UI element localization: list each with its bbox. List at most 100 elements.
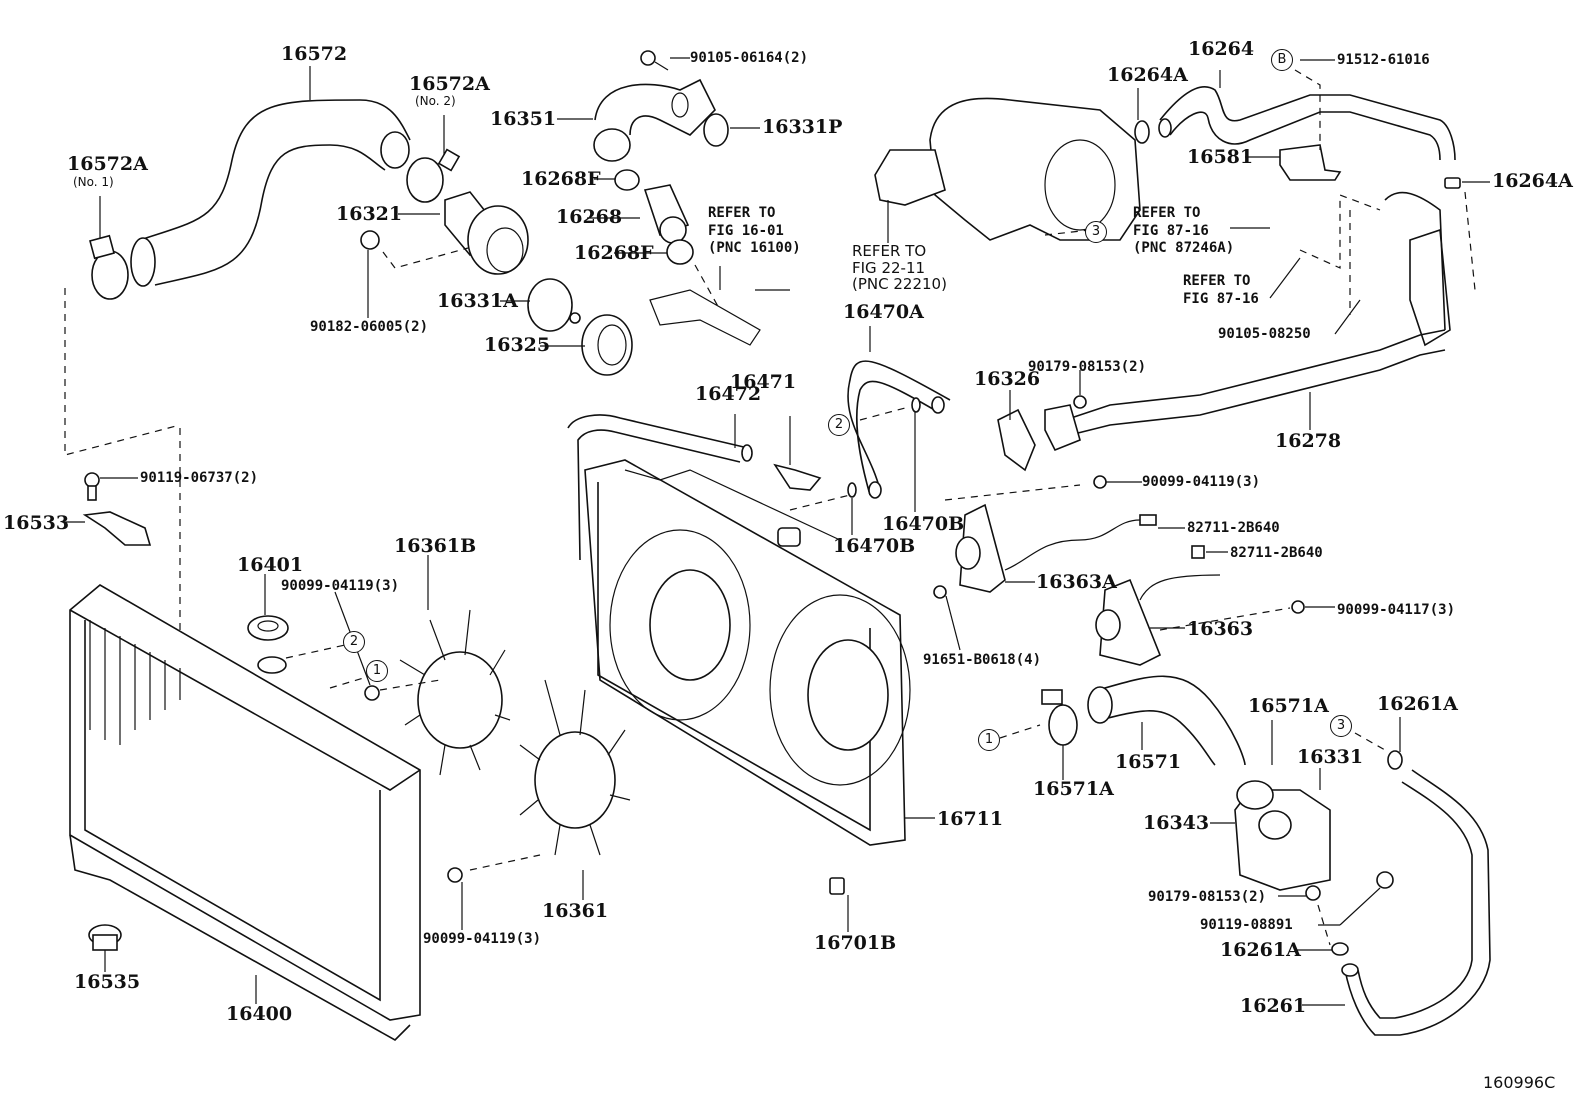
part-label-16470B-a: 16470B [882,513,965,535]
fan-16361 [519,679,631,856]
part-label-16325: 16325 [484,334,551,356]
bolt-90099-04119-fan [364,685,463,883]
bracket-16533 [82,511,152,546]
clamp-16264A-b [1444,177,1461,189]
hose-clamp-16571A-a [1041,689,1078,746]
part-label-16400: 16400 [226,1003,293,1025]
water-outlet [444,191,529,275]
clip-82711-b [1191,545,1205,559]
part-label-16363A: 16363A [1036,571,1117,593]
part-label-16401: 16401 [237,554,304,576]
part-sublabel-no1: (No. 1) [73,175,114,189]
part-label-90099-04119-a: 90099-04119(3) [1142,474,1261,490]
thermostat-gasket [581,314,633,376]
part-label-82711-2b640-b: 82711-2B640 [1230,545,1323,561]
radiator-cap-16401 [247,615,289,641]
part-label-16321: 16321 [336,203,403,225]
refer-note-fig-87-16: REFER TO FIG 87-16 [1183,273,1259,307]
engine-bracket [649,289,761,346]
badge-b: B [1271,49,1293,71]
part-label-90099-04117: 90099-04117(3) [1337,602,1456,618]
part-label-82711-2b640-a: 82711-2B640 [1187,520,1280,536]
part-label-16261A-b: 16261A [1220,939,1301,961]
cushion-16701B [829,877,845,895]
gasket-16331P [703,113,729,147]
shroud-post [777,527,801,547]
fan-motor-16363A [955,503,1141,593]
radiator-filler-neck [257,656,287,674]
part-label-16331: 16331 [1297,746,1364,768]
bypass-pipe-16278 [1044,191,1451,452]
radiator [69,584,421,1041]
part-label-90099-04119-c: 90099-04119(3) [423,931,542,947]
nut-90179-08153-b [1305,885,1321,901]
part-label-16268F-a: 16268F [521,168,601,190]
part-label-16581: 16581 [1187,146,1254,168]
callout-3-lower: 3 [1330,715,1352,737]
o-ring-16268F-a [614,169,640,191]
part-label-16711: 16711 [937,808,1004,830]
bolt-90119-06737 [84,472,100,501]
bolt-90099-04119-motor [1093,475,1107,489]
bolt-90099-04117 [1291,600,1305,614]
hose-clamp-no2 [406,148,461,203]
upper-radiator-hose [130,99,411,287]
refer-note-fig-16-01: REFER TO FIG 16-01 (PNC 16100) [708,205,801,256]
water-inlet-elbow [593,78,716,162]
callout-3-throttle: 3 [1085,221,1107,243]
clamp-16581 [1279,144,1342,181]
part-label-90182-06005: 90182-06005(2) [310,319,429,335]
thermostat [527,278,581,332]
bolt-91651-b0618 [933,585,947,599]
part-label-16343: 16343 [1143,812,1210,834]
nut-90182 [360,230,380,250]
part-label-16268F-b: 16268F [574,242,654,264]
part-label-16701B: 16701B [814,932,897,954]
part-label-16326: 16326 [974,368,1041,390]
bolt-90119-08891 [1376,871,1394,889]
part-label-16268: 16268 [556,206,623,228]
refer-note-fig-22-11: REFER TO FIG 22-11 (PNC 22210) [852,242,947,293]
callout-1-lower-hose: 1 [978,729,1000,751]
part-label-90179-08153-b: 90179-08153(2) [1148,889,1267,905]
callout-1-radiator: 1 [366,660,388,682]
part-label-16533: 16533 [3,512,70,534]
clamp-16261A-b [1331,942,1349,956]
part-label-90119-06737: 90119-06737(2) [140,470,259,486]
part-label-16264A-b: 16264A [1492,170,1573,192]
part-label-90099-04119-b: 90099-04119(3) [281,578,400,594]
water-hose-16264 [1158,86,1456,161]
connector-82711-a [1139,514,1157,526]
part-label-90105-08250: 90105-08250 [1218,326,1311,342]
part-label-16535: 16535 [74,971,141,993]
part-label-16278: 16278 [1275,430,1342,452]
part-label-16351: 16351 [490,108,557,130]
part-label-16572A-no1: 16572A [67,153,148,175]
water-inlet-16343 [1234,780,1331,891]
part-label-16264A-a: 16264A [1107,64,1188,86]
clamp-16471 [773,463,822,491]
nut-90179-08153-a [1073,395,1087,409]
throttle-body [874,97,1141,241]
part-label-16331A: 16331A [437,290,518,312]
fan-shroud [584,459,911,846]
clip-16470B-a [911,397,921,413]
bolt-90105-06164 [640,50,669,71]
o-ring-16268F-b [666,239,694,265]
part-label-16471: 16471 [730,371,797,393]
part-label-91512-61016: 91512-61016 [1337,52,1430,68]
part-label-16572A-no2: 16572A [409,73,490,95]
lower-radiator-hose [1087,675,1246,766]
water-by-pass-pipe [643,184,690,244]
part-label-16363: 16363 [1187,618,1254,640]
hose-16470A [847,360,951,499]
part-label-16331P: 16331P [762,116,843,138]
clamp-16261A-a [1387,750,1403,770]
part-sublabel-no2: (No. 2) [415,94,456,108]
part-label-16571A-b: 16571A [1248,695,1329,717]
cushion-16535 [88,924,122,951]
part-label-16571: 16571 [1115,751,1182,773]
part-label-16472: 16472 [695,383,762,405]
leader-lines [62,57,1490,1006]
part-label-16261: 16261 [1240,995,1307,1017]
